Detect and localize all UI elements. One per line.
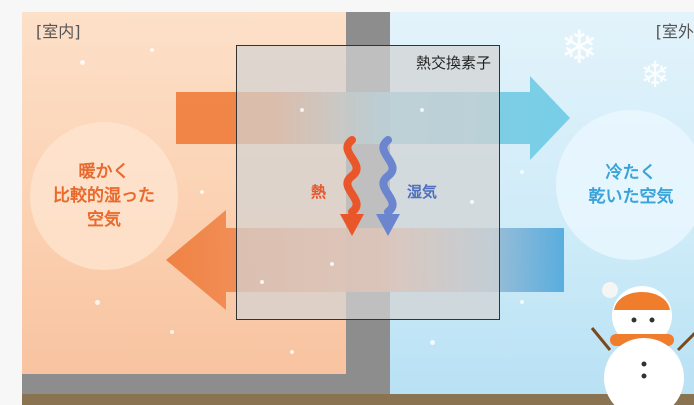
outdoor-label: [室外: [655, 22, 694, 41]
outdoor-air-line1: 冷たく: [605, 163, 657, 183]
wall-horizontal: [22, 374, 390, 394]
snow-dot: [300, 108, 304, 112]
humidity-wave-icon: [376, 136, 400, 236]
snow-dot: [260, 280, 264, 284]
indoor-label: [室内]: [36, 22, 81, 41]
humidity-label: 湿気: [407, 183, 438, 201]
outdoor-air-line2: 乾いた空気: [588, 187, 674, 207]
snowflake-icon: ❄: [640, 55, 671, 96]
heat-exchange-element: 熱交換素子 熱 湿気: [236, 45, 500, 320]
snow-dot: [95, 300, 100, 305]
indoor-air-line1: 暖かく: [78, 162, 130, 182]
heat-wave-icon: [340, 136, 364, 236]
outdoor-air-bubble: 冷たく 乾いた空気: [556, 110, 694, 260]
snowman-icon: [590, 282, 694, 405]
snow-dot: [520, 170, 524, 174]
snow-dot: [430, 340, 435, 345]
snow-dot: [200, 190, 204, 194]
heat-label: 熱: [311, 183, 327, 201]
floor-strip: [22, 394, 694, 405]
indoor-air-bubble: 暖かく 比較的湿った 空気: [30, 122, 178, 270]
snow-dot: [290, 350, 294, 354]
snow-dot: [80, 60, 85, 65]
snow-dot: [520, 300, 524, 304]
snow-dot: [150, 48, 154, 52]
snow-dot: [170, 330, 174, 334]
snowflake-icon: ❄: [560, 20, 599, 74]
snow-dot: [470, 200, 474, 204]
snow-dot: [330, 262, 334, 266]
indoor-air-line2: 比較的湿った: [53, 186, 155, 206]
snow-dot: [420, 108, 424, 112]
exchanger-title: 熱交換素子: [415, 54, 491, 72]
indoor-air-line3: 空気: [87, 210, 121, 230]
